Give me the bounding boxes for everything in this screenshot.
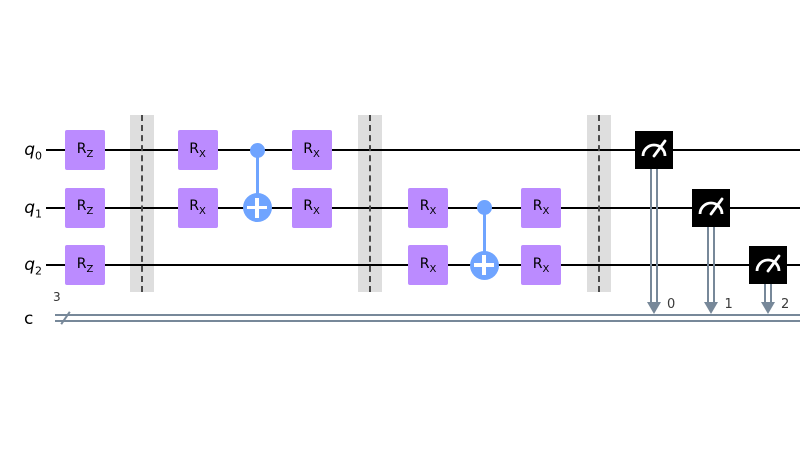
measure-arrow-q1 (707, 226, 715, 303)
gate-rx-q1-d: RX (521, 187, 561, 228)
clbit-index-2: 2 (781, 297, 790, 312)
measure-arrowhead-q0 (646, 302, 661, 314)
barrier-dashed-line (369, 115, 371, 292)
gate-rz-q2: RZ (65, 245, 105, 285)
gate-rx-q1-c: RX (408, 187, 448, 228)
gate-rz-q0: RZ (65, 130, 105, 170)
gate-rx-q1-a: RX (177, 187, 218, 228)
clbit-index-0: 0 (667, 297, 676, 312)
cnot2-control-dot-icon (476, 200, 492, 215)
measure-gate-q2 (748, 246, 787, 284)
gate-rx-q0-b: RX (291, 130, 332, 170)
barrier-dashed-line (141, 115, 143, 292)
measure-gauge-icon (698, 197, 724, 215)
measure-gauge-icon (755, 254, 780, 273)
measure-arrow-q0 (649, 169, 658, 303)
gate-rx-q1-b: RX (291, 187, 332, 228)
cnot1-target-plus-icon (242, 193, 272, 222)
measure-arrowhead-q1 (704, 302, 718, 314)
qubit-label-q2: q2 (24, 255, 42, 278)
measure-arrow-q2 (763, 284, 772, 303)
classical-register-label: c (24, 309, 34, 329)
qubit-label-q0: q0 (24, 140, 42, 163)
gate-rx-q2-d: RX (521, 245, 561, 285)
barrier-1 (130, 115, 154, 292)
classical-wire (55, 314, 800, 322)
clbit-index-1: 1 (724, 297, 733, 312)
gate-rx-q0-a: RX (177, 130, 218, 170)
barrier-dashed-line (598, 115, 600, 292)
barrier-3 (587, 115, 611, 292)
cnot1-connector-line (255, 150, 259, 208)
measure-gate-q0 (634, 131, 673, 169)
cnot2-connector-line (482, 207, 486, 266)
qubit-wire-q0 (46, 149, 800, 151)
gate-rx-q2-c: RX (408, 245, 448, 285)
classical-register-size-label: 3 (53, 290, 61, 304)
barrier-2 (358, 115, 382, 292)
measure-arrowhead-q2 (760, 302, 775, 314)
cnot2-target-plus-icon (469, 250, 499, 280)
measure-gate-q1 (692, 188, 730, 227)
measure-gauge-icon (641, 139, 666, 158)
gate-rz-q1: RZ (65, 187, 105, 228)
cnot1-control-dot-icon (249, 142, 265, 158)
qubit-label-q1: q1 (24, 197, 42, 220)
